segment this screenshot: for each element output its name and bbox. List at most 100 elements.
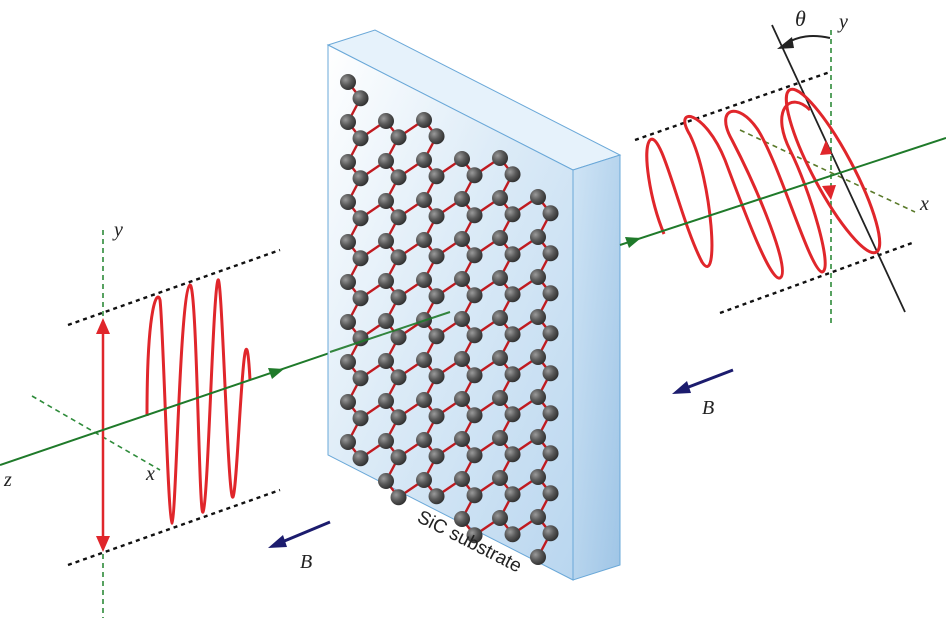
- left-upper-bound: [67, 248, 281, 327]
- b-left-arrowhead: [268, 535, 287, 548]
- graphene-carbon-atom-icon: [416, 112, 432, 128]
- graphene-carbon-atom-icon: [492, 350, 508, 366]
- graphene-carbon-atom-icon: [542, 285, 559, 302]
- graphene-carbon-atom-icon: [454, 391, 470, 407]
- graphene-carbon-atom-icon: [340, 434, 356, 450]
- graphene-carbon-atom-icon: [352, 250, 369, 267]
- b-field-right: B: [672, 368, 734, 419]
- graphene-carbon-atom-icon: [542, 245, 559, 262]
- graphene-carbon-atom-icon: [352, 130, 369, 147]
- graphene-carbon-atom-icon: [542, 525, 559, 542]
- graphene-carbon-atom-icon: [492, 310, 508, 326]
- graphene-carbon-atom-icon: [530, 309, 546, 325]
- graphene-carbon-atom-icon: [492, 470, 508, 486]
- graphene-atoms: [340, 74, 559, 565]
- graphene-carbon-atom-icon: [390, 449, 407, 466]
- beam-right: [619, 137, 946, 248]
- graphene-carbon-atom-icon: [530, 549, 546, 565]
- graphene-carbon-atom-icon: [466, 207, 483, 224]
- graphene-carbon-atom-icon: [466, 527, 483, 544]
- graphene-carbon-atom-icon: [530, 429, 546, 445]
- graphene-carbon-atom-icon: [530, 509, 546, 525]
- transmitted-wave: [645, 100, 827, 280]
- graphene-carbon-atom-icon: [428, 208, 445, 225]
- graphene-carbon-atom-icon: [530, 389, 546, 405]
- graphene-carbon-atom-icon: [378, 113, 394, 129]
- graphene-carbon-atom-icon: [378, 193, 394, 209]
- graphene-carbon-atom-icon: [466, 287, 483, 304]
- graphene-carbon-atom-icon: [530, 189, 546, 205]
- graphene-carbon-atom-icon: [454, 231, 470, 247]
- graphene-carbon-atom-icon: [428, 168, 445, 185]
- rotated-polarization-ellipse: [784, 87, 882, 255]
- graphene-carbon-atom-icon: [504, 326, 521, 343]
- graphene-carbon-atom-icon: [340, 274, 356, 290]
- graphene-carbon-atom-icon: [492, 510, 508, 526]
- graphene-carbon-atom-icon: [390, 489, 407, 506]
- graphene-carbon-atom-icon: [352, 170, 369, 187]
- graphene-carbon-atom-icon: [340, 234, 356, 250]
- left-polarization-arrowhead-up: [96, 318, 110, 334]
- graphene-carbon-atom-icon: [428, 368, 445, 385]
- graphene-carbon-atom-icon: [542, 485, 559, 502]
- graphene-carbon-atom-icon: [352, 290, 369, 307]
- beam-through-substrate: [329, 311, 451, 353]
- graphene-carbon-atom-icon: [390, 129, 407, 146]
- graphene-carbon-atom-icon: [340, 74, 356, 90]
- graphene-carbon-atom-icon: [340, 394, 356, 410]
- graphene-carbon-atom-icon: [340, 194, 356, 210]
- graphene-carbon-atom-icon: [428, 328, 445, 345]
- graphene-lattice: [340, 74, 559, 565]
- right-upper-bound: [634, 70, 831, 142]
- graphene-carbon-atom-icon: [378, 273, 394, 289]
- graphene-carbon-atom-icon: [454, 471, 470, 487]
- graphene-carbon-atom-icon: [428, 408, 445, 425]
- graphene-carbon-atom-icon: [378, 353, 394, 369]
- incident-wave: [145, 278, 252, 525]
- beam-line-right: [619, 137, 946, 246]
- graphene-carbon-atom-icon: [416, 352, 432, 368]
- graphene-carbon-atom-icon: [428, 128, 445, 145]
- graphene-carbon-atom-icon: [492, 190, 508, 206]
- graphene-carbon-atom-icon: [504, 246, 521, 263]
- graphene-carbon-atom-icon: [454, 271, 470, 287]
- graphene-carbon-atom-icon: [454, 431, 470, 447]
- graphene-carbon-atom-icon: [454, 151, 470, 167]
- theta-label: θ: [795, 6, 806, 31]
- graphene-carbon-atom-icon: [378, 313, 394, 329]
- graphene-carbon-atom-icon: [492, 230, 508, 246]
- transmitted-wave-group: [634, 24, 916, 325]
- graphene-carbon-atom-icon: [530, 269, 546, 285]
- graphene-carbon-atom-icon: [340, 354, 356, 370]
- graphene-carbon-atom-icon: [542, 365, 559, 382]
- rotated-arrowhead-down: [822, 185, 836, 200]
- graphene-carbon-atom-icon: [504, 446, 521, 463]
- theta-arc-arrowhead: [777, 37, 794, 49]
- b-right-label: B: [702, 397, 714, 419]
- graphene-carbon-atom-icon: [492, 390, 508, 406]
- graphene-carbon-atom-icon: [378, 153, 394, 169]
- graphene-carbon-atom-icon: [378, 473, 394, 489]
- graphene-carbon-atom-icon: [454, 351, 470, 367]
- graphene-carbon-atom-icon: [504, 166, 521, 183]
- graphene-carbon-atom-icon: [504, 206, 521, 223]
- rotated-arrowhead-up: [820, 140, 832, 155]
- graphene-carbon-atom-icon: [492, 270, 508, 286]
- graphene-carbon-atom-icon: [454, 191, 470, 207]
- graphene-carbon-atom-icon: [416, 472, 432, 488]
- graphene-carbon-atom-icon: [352, 410, 369, 427]
- graphene-carbon-atom-icon: [466, 447, 483, 464]
- graphene-carbon-atom-icon: [416, 232, 432, 248]
- left-lower-bound: [67, 488, 281, 567]
- graphene-carbon-atom-icon: [428, 488, 445, 505]
- graphene-carbon-atom-icon: [428, 248, 445, 265]
- graphene-carbon-atom-icon: [466, 367, 483, 384]
- graphene-carbon-atom-icon: [492, 150, 508, 166]
- right-x-label: x: [919, 193, 929, 215]
- graphene-carbon-atom-icon: [530, 469, 546, 485]
- graphene-carbon-atom-icon: [428, 288, 445, 305]
- beam-arrowhead-right: [625, 237, 641, 248]
- graphene-carbon-atom-icon: [390, 289, 407, 306]
- graphene-carbon-atom-icon: [378, 393, 394, 409]
